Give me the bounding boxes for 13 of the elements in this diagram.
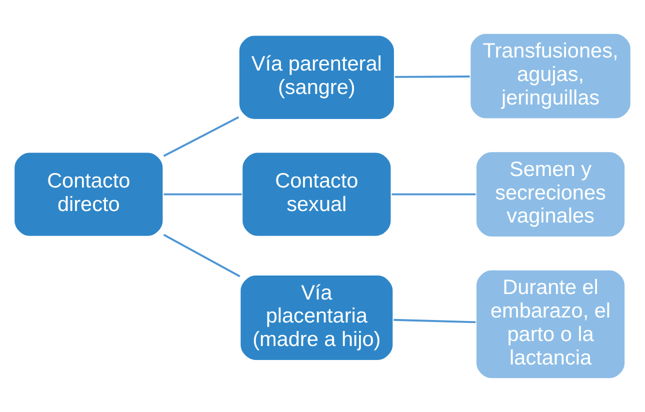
node-box: Transfusiones, agujas, jeringuillas (469, 32, 632, 120)
connector (392, 193, 476, 196)
node-box: Contacto sexual (241, 151, 392, 238)
node-box: Contacto directo (13, 151, 164, 238)
connector (163, 116, 240, 157)
node-box: Durante el embarazo, el parto o la lactancia (475, 269, 626, 380)
node-box: Semen y secreciones vaginales (475, 150, 626, 238)
connector (394, 318, 476, 324)
connector (163, 234, 240, 278)
connector (394, 76, 470, 78)
node-box: Vía placentaria (madre a hijo) (239, 274, 394, 362)
node-box: Vía parenteral (sangre) (238, 34, 396, 120)
connector (164, 193, 242, 196)
